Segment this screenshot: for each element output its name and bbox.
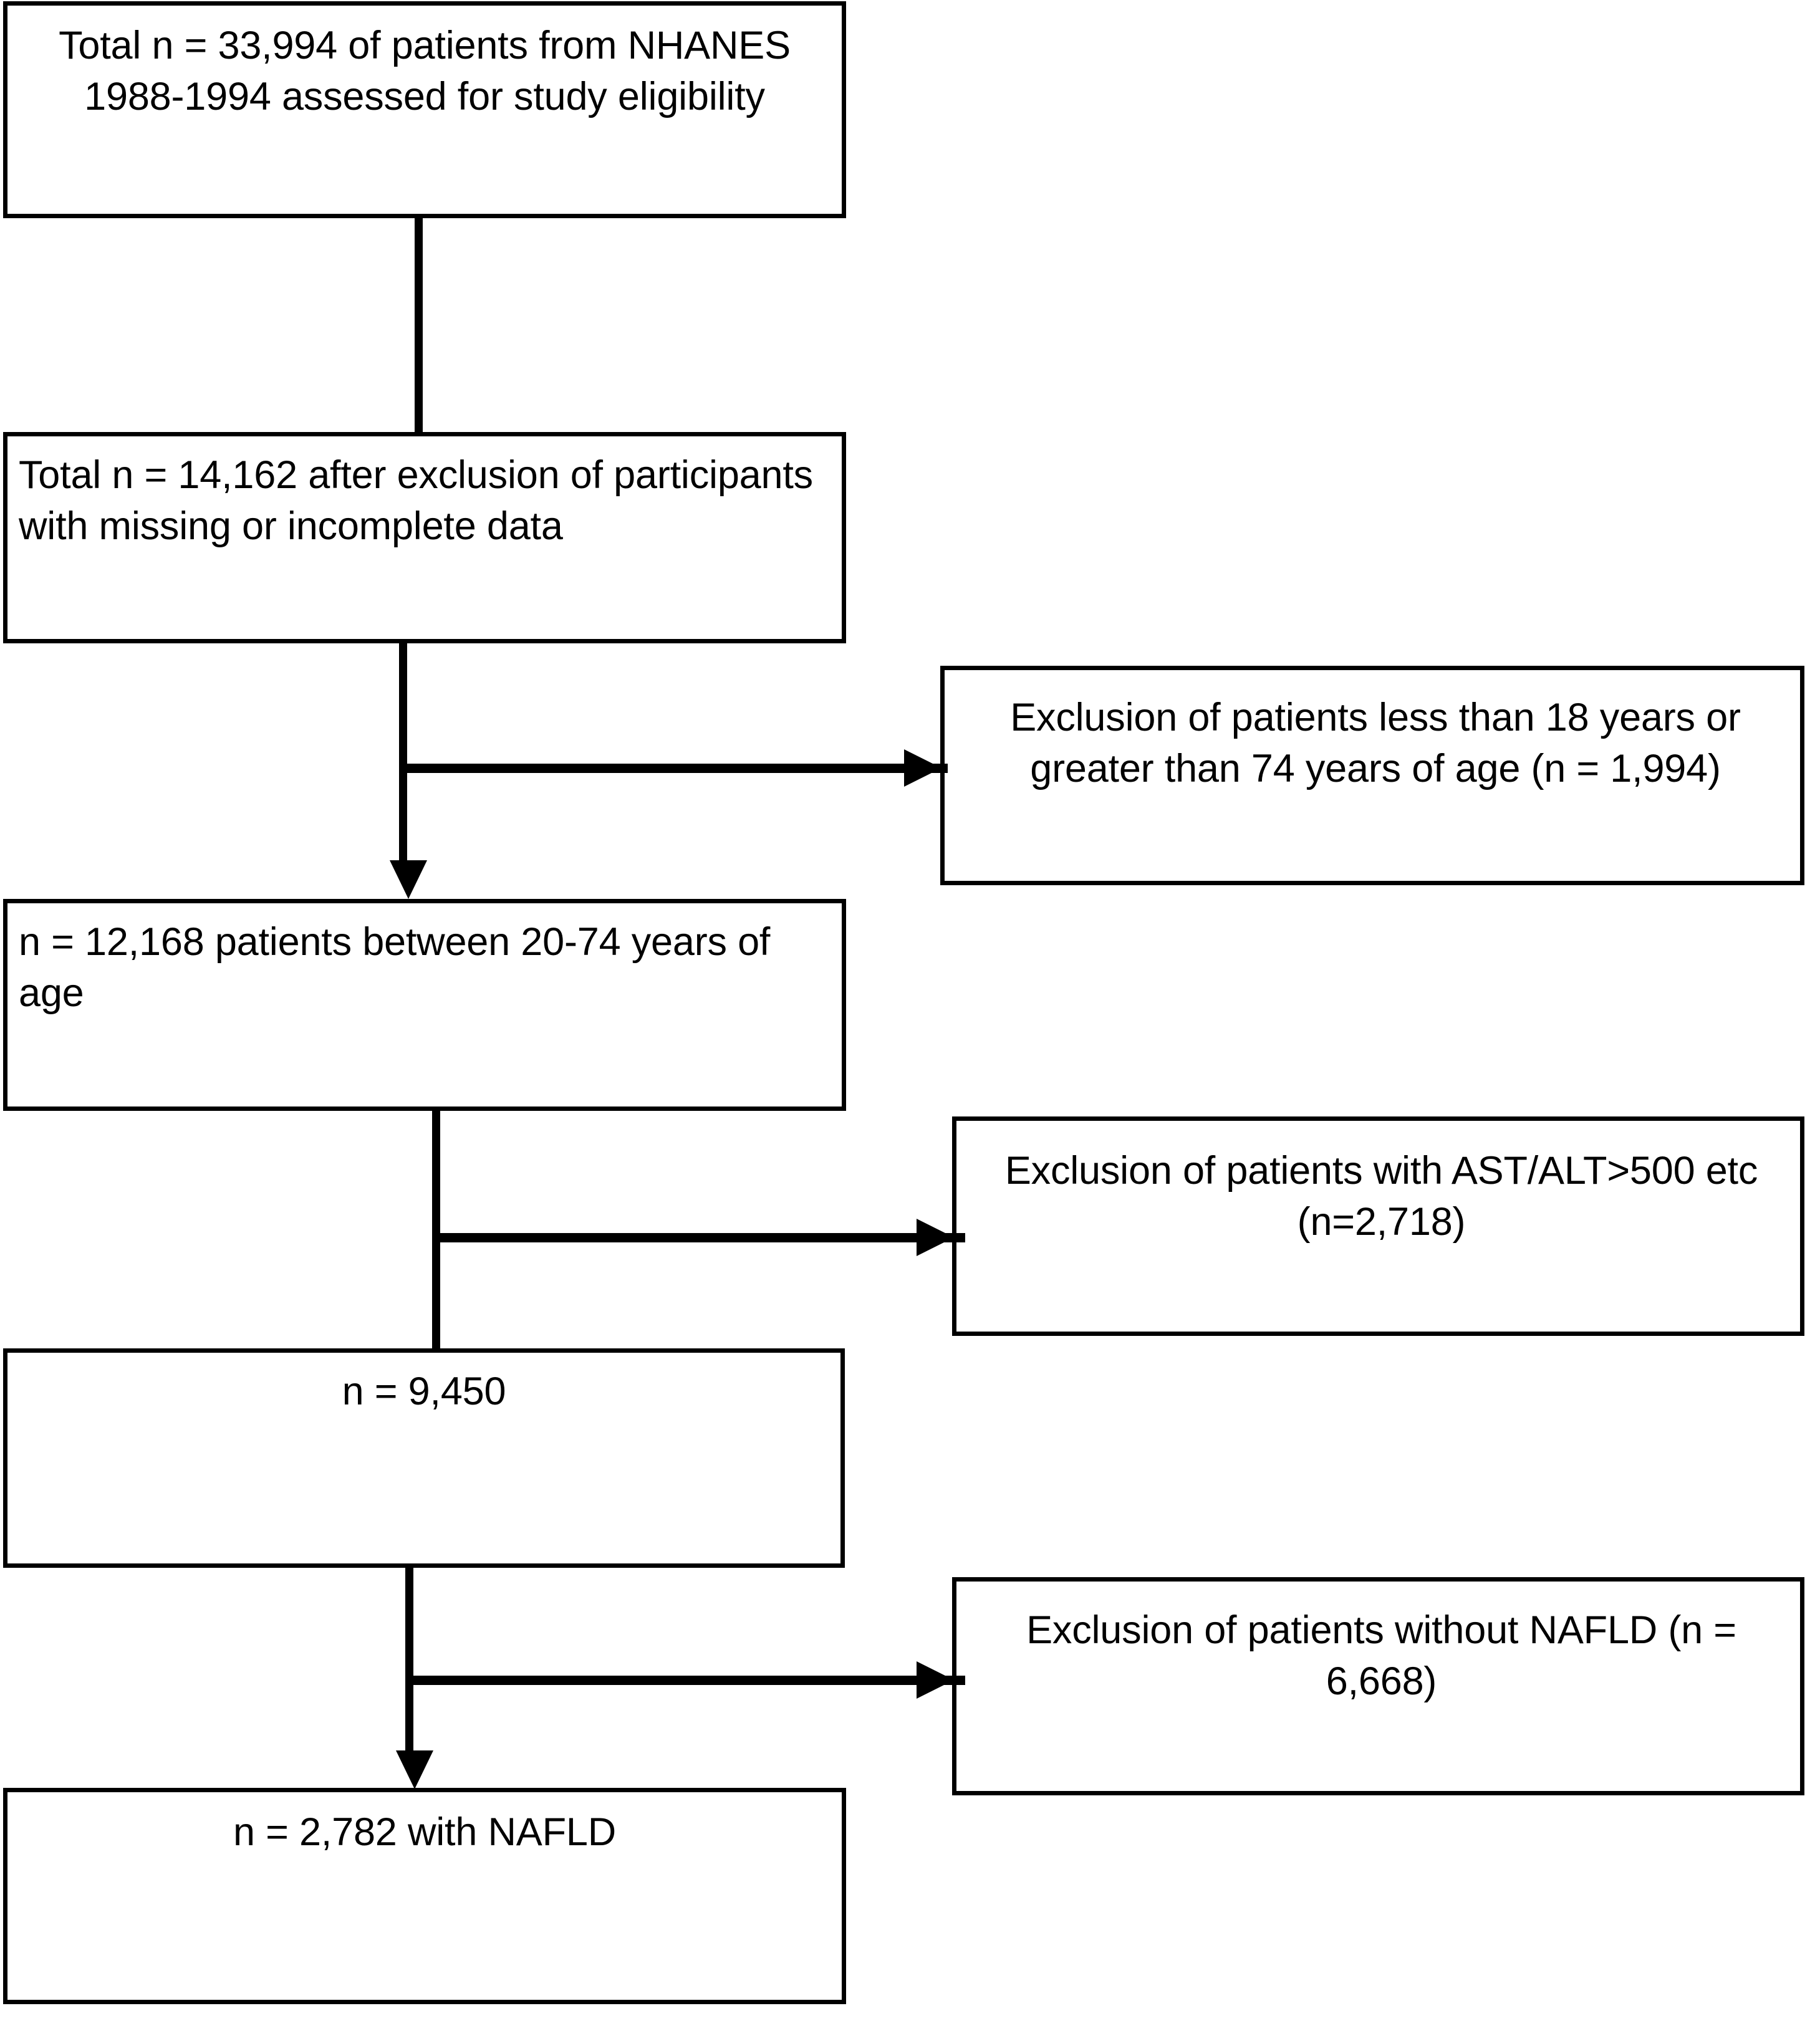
node-exclusion-ast-alt: Exclusion of patients with AST/ALT>500 e…	[952, 1116, 1804, 1336]
arrowhead-down-icon	[390, 860, 427, 899]
arrowhead-down-icon	[396, 1750, 433, 1789]
node-age-range-label: n = 12,168 patients between 20-74 years …	[19, 920, 771, 1015]
node-after-exclusion-label: Total n = 14,162 after exclusion of part…	[19, 453, 813, 548]
connector-after-exclusion-to-age-range	[399, 642, 407, 862]
node-age-range: n = 12,168 patients between 20-74 years …	[3, 899, 846, 1111]
node-cohort-9450-label: n = 9,450	[342, 1370, 506, 1413]
node-cohort-9450: n = 9,450	[3, 1348, 845, 1568]
node-total-screened-label: Total n = 33,994 of patients from NHANES…	[59, 24, 791, 118]
connector-branch-to-exclusion-ast-alt	[432, 1233, 965, 1242]
node-cohort-2782-nafld-label: n = 2,782 with NAFLD	[233, 1810, 617, 1854]
node-total-screened: Total n = 33,994 of patients from NHANES…	[3, 1, 846, 218]
node-after-exclusion: Total n = 14,162 after exclusion of part…	[3, 432, 846, 643]
connector-cohort-9450-to-cohort-2782	[405, 1567, 413, 1754]
arrowhead-right-icon	[917, 1661, 954, 1699]
arrowhead-right-icon	[904, 749, 941, 787]
node-exclusion-age-label: Exclusion of patients less than 18 years…	[1010, 696, 1741, 790]
connector-branch-to-exclusion-age	[399, 764, 948, 773]
node-exclusion-without-nafld-label: Exclusion of patients without NAFLD (n =…	[1026, 1608, 1736, 1703]
connector-screened-to-after-exclusion	[415, 217, 423, 433]
arrowhead-right-icon	[917, 1219, 954, 1256]
connector-branch-to-exclusion-without-nafld	[405, 1676, 965, 1685]
node-cohort-2782-nafld: n = 2,782 with NAFLD	[3, 1788, 846, 2004]
node-exclusion-age: Exclusion of patients less than 18 years…	[940, 666, 1804, 885]
node-exclusion-without-nafld: Exclusion of patients without NAFLD (n =…	[952, 1577, 1804, 1795]
node-exclusion-ast-alt-label: Exclusion of patients with AST/ALT>500 e…	[1004, 1149, 1758, 1244]
connector-age-range-to-cohort-9450	[432, 1110, 440, 1350]
